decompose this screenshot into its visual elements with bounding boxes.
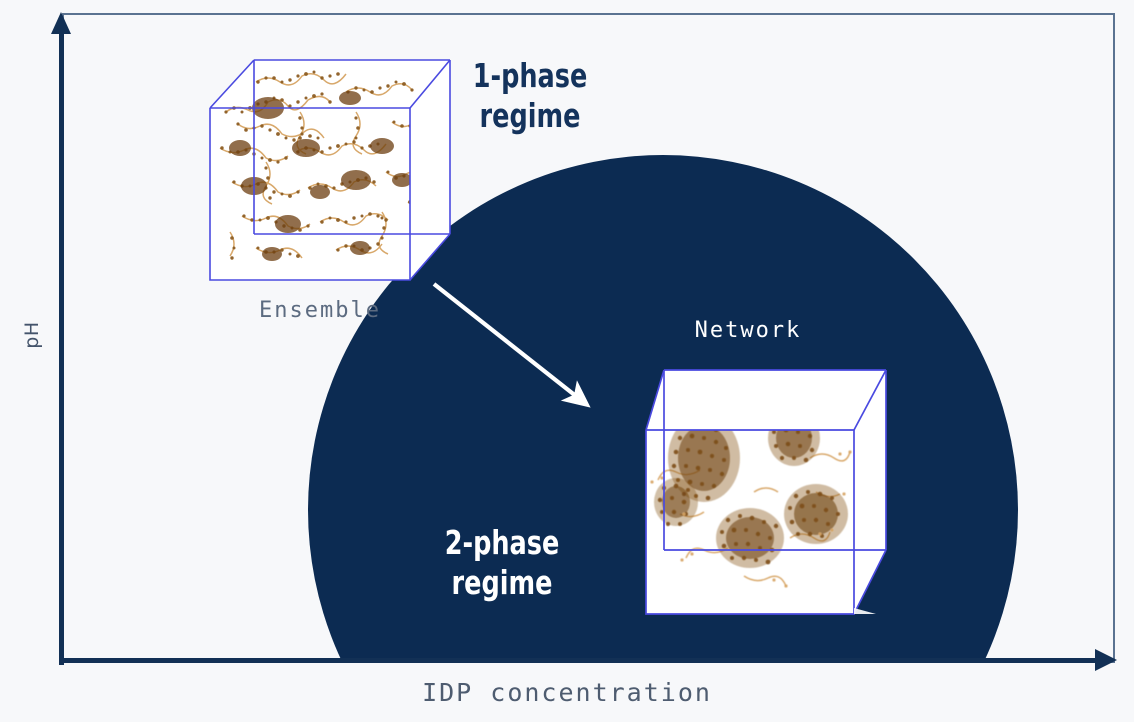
- y-axis-label: pH: [21, 321, 43, 349]
- snapshot-caption-ensemble: Ensemble: [259, 298, 381, 323]
- ensemble-box-wireframe: [209, 59, 451, 281]
- one-phase-regime-label: 1-phase regime: [453, 56, 608, 137]
- network-box-base-highlight: [854, 608, 876, 614]
- cluster-upper-right: [768, 430, 820, 466]
- snapshot-ensemble[interactable]: [196, 52, 464, 292]
- cluster-left-mid: [654, 478, 698, 527]
- cluster-lower-center: [716, 508, 784, 568]
- network-chains: [650, 430, 852, 588]
- one-phase-line-1: 1-phase: [472, 56, 588, 95]
- x-axis-label: IDP concentration: [422, 678, 712, 707]
- x-axis-line: [59, 658, 1105, 663]
- cluster-right-center: [784, 484, 848, 544]
- two-phase-regime-label: 2-phase regime: [425, 523, 580, 604]
- y-axis-arrow-icon: [51, 12, 71, 34]
- ensemble-box-interior: [210, 60, 450, 280]
- ensemble-chains: [219, 70, 443, 261]
- network-box-wireframe: [645, 369, 887, 615]
- one-phase-line-2: regime: [479, 96, 581, 136]
- two-phase-line-2: regime: [451, 563, 553, 603]
- two-phase-line-1: 2-phase: [444, 523, 560, 562]
- snapshot-caption-network: Network: [694, 318, 802, 343]
- snapshot-network[interactable]: [604, 362, 904, 627]
- x-axis-arrow-icon: [1095, 649, 1117, 671]
- cluster-upper-left: [668, 430, 740, 502]
- y-axis-line: [59, 28, 64, 665]
- network-render: [645, 369, 887, 615]
- ensemble-render: [209, 59, 451, 281]
